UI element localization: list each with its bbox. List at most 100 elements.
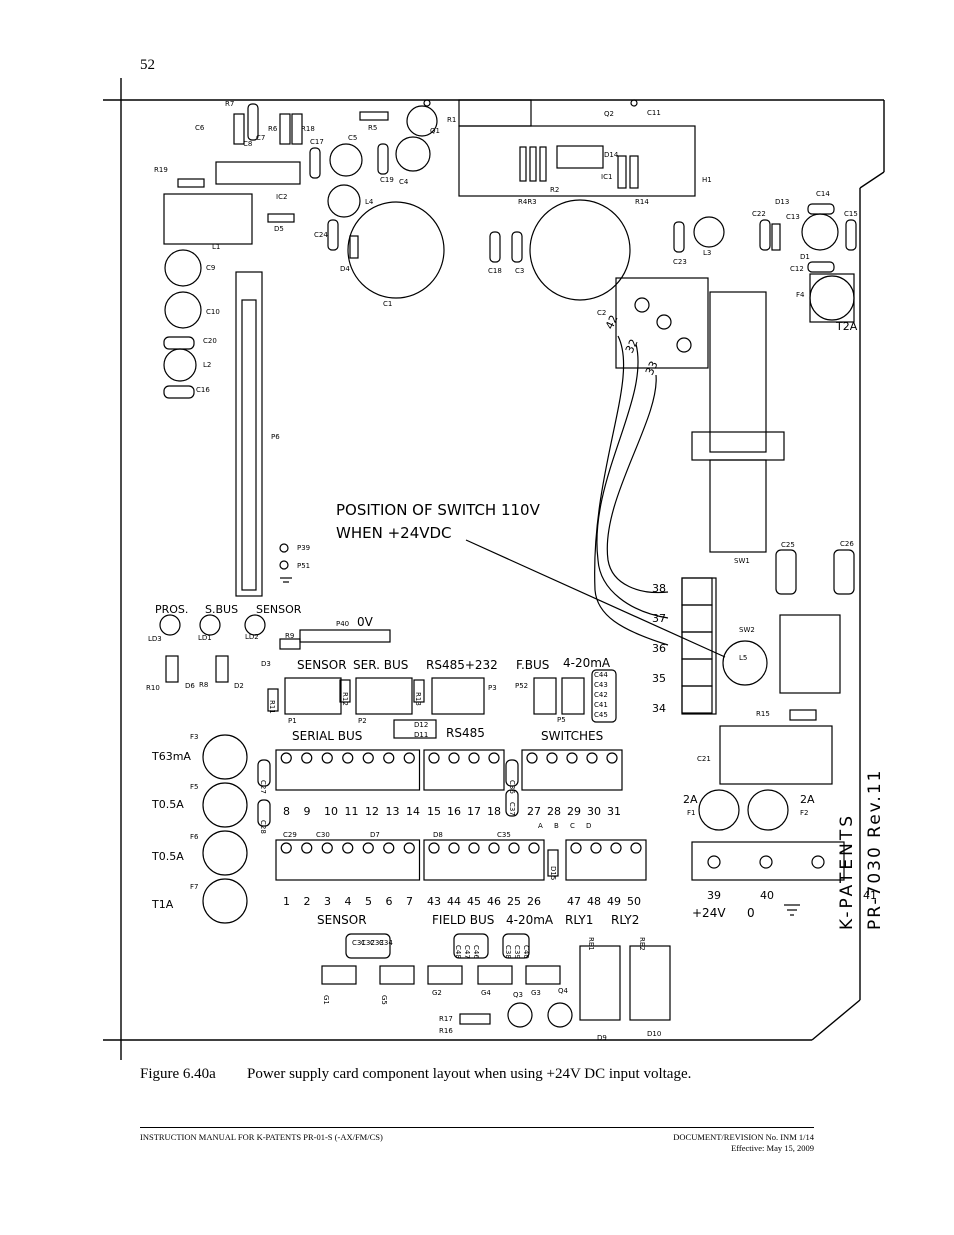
led-label-sbus: S.BUS <box>205 603 238 616</box>
component-outline <box>779 614 841 694</box>
terminal-number: 17 <box>467 805 481 818</box>
component-outline <box>428 752 440 764</box>
output-channel-letter: B <box>554 822 559 830</box>
output-channel-letter: C <box>570 822 575 830</box>
component-ref-c16: C16 <box>196 386 210 394</box>
component-outline <box>533 677 557 715</box>
component-outline <box>301 842 313 854</box>
component-outline <box>241 299 257 591</box>
connector-label-field-bus: FIELD BUS <box>432 913 494 927</box>
component-outline <box>519 146 527 182</box>
component-outline <box>709 459 767 553</box>
connector-label-serial-bus: SERIAL BUS <box>292 729 362 743</box>
component-outline <box>615 277 709 369</box>
component-outline <box>747 789 789 831</box>
component-outline <box>707 855 721 869</box>
switch-terminal-number: 38 <box>652 582 666 595</box>
component-outline <box>163 336 195 350</box>
component-outline <box>458 125 696 197</box>
component-outline <box>459 1013 491 1025</box>
component-outline <box>347 201 445 299</box>
component-outline <box>468 842 480 854</box>
component-outline <box>505 789 519 817</box>
component-outline <box>448 752 460 764</box>
component-outline <box>811 855 825 869</box>
component-outline <box>629 945 671 1021</box>
component-ref-c2: C2 <box>597 309 606 317</box>
component-outline <box>771 223 781 251</box>
component-ref-r13: R13 <box>414 692 422 706</box>
component-ref-c44: C44 <box>594 671 608 679</box>
component-ref-f3: F3 <box>190 733 198 741</box>
terminal-number: 3 <box>324 895 331 908</box>
component-outline <box>698 789 740 831</box>
component-ref-c33: C33 <box>370 939 384 947</box>
page-footer: INSTRUCTION MANUAL FOR K-PATENTS PR-01-S… <box>140 1127 814 1153</box>
component-ref-ic2: IC2 <box>276 193 287 201</box>
component-ref-sw2: SW2 <box>739 626 755 634</box>
component-outline <box>279 638 301 650</box>
terminal-number: 4 <box>345 895 352 908</box>
component-outline <box>477 965 513 985</box>
component-outline <box>359 111 389 121</box>
component-outline <box>693 216 725 248</box>
terminal-number: 25 <box>507 895 521 908</box>
component-outline <box>257 759 271 787</box>
fuse-rating-f5: T0.5A <box>151 798 184 811</box>
component-outline <box>164 291 202 329</box>
component-outline <box>681 631 713 660</box>
terminal-number: 50 <box>627 895 641 908</box>
component-ref-c6: C6 <box>195 124 205 132</box>
component-ref-p3: P3 <box>488 684 497 692</box>
component-outline <box>247 103 259 141</box>
terminal-number: 16 <box>447 805 461 818</box>
component-ref-g3: G3 <box>531 989 541 997</box>
component-outline <box>565 839 647 881</box>
component-ref-r16: R16 <box>439 1027 453 1035</box>
component-outline <box>309 147 321 179</box>
component-ref-c26: C26 <box>840 540 854 548</box>
switch-terminal-number: 35 <box>652 672 666 685</box>
terminal-number: 27 <box>527 805 541 818</box>
led-label-sensor: SENSOR <box>256 603 302 616</box>
component-ref-d13: D13 <box>775 198 789 206</box>
component-outline <box>403 752 415 764</box>
component-outline <box>383 842 395 854</box>
terminal-number: 45 <box>467 895 481 908</box>
component-ref-p52: P52 <box>515 682 528 690</box>
component-ref-c21: C21 <box>697 755 711 763</box>
component-outline <box>590 842 602 854</box>
component-outline <box>427 965 463 985</box>
component-outline <box>546 752 558 764</box>
component-outline <box>423 839 545 881</box>
component-outline <box>722 640 768 686</box>
component-outline <box>202 782 248 828</box>
component-outline <box>606 752 618 764</box>
component-outline <box>681 577 713 606</box>
terminal-number: 49 <box>607 895 621 908</box>
component-ref-r12: R12 <box>341 692 349 706</box>
component-ref-f7: F7 <box>190 883 198 891</box>
component-outline <box>267 213 295 223</box>
fuse-rating-f7: T1A <box>151 898 174 911</box>
component-outline <box>845 219 857 251</box>
component-ref-d9: D9 <box>597 1034 607 1042</box>
terminal-number: 11 <box>345 805 359 818</box>
terminal-number: 7 <box>406 895 413 908</box>
power-label-24v: +24V <box>692 906 726 920</box>
component-outline <box>719 725 833 785</box>
power-terminal-number: 39 <box>707 889 721 902</box>
component-outline <box>570 842 582 854</box>
component-outline <box>329 143 363 177</box>
component-ref-c39: C39 <box>513 945 521 959</box>
footer-manual-title: INSTRUCTION MANUAL FOR K-PATENTS PR-01-S… <box>140 1132 383 1142</box>
component-outline <box>458 99 532 127</box>
component-outline <box>279 543 289 553</box>
component-outline <box>379 965 415 985</box>
terminal-number: 18 <box>487 805 501 818</box>
component-ref-d5: D5 <box>274 225 284 233</box>
component-outline <box>681 658 713 687</box>
component-outline <box>775 549 797 595</box>
component-outline <box>691 841 845 881</box>
figure-text: Power supply card component layout when … <box>247 1066 692 1082</box>
